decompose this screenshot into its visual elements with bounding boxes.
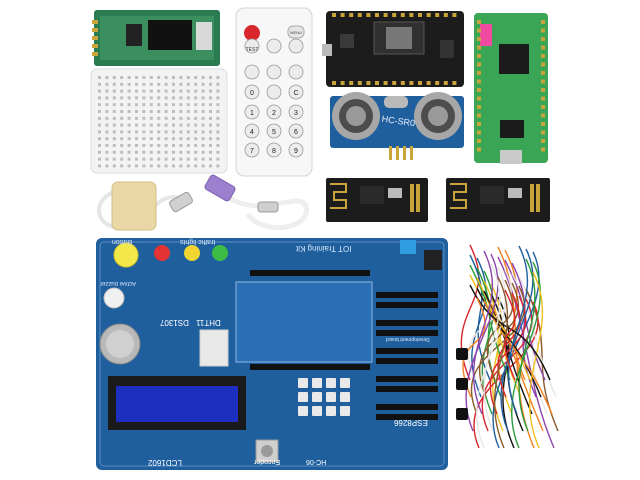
remote-icon-key xyxy=(288,64,304,80)
remote-key-label: 4 xyxy=(250,129,254,136)
nodemcu-board xyxy=(322,11,464,87)
remote-icon-key xyxy=(244,64,260,80)
remote-icon-key xyxy=(288,38,304,54)
remote-key-label: 7 xyxy=(250,148,254,155)
traffic-lights-label: traffic lights xyxy=(180,238,216,245)
remote-key-label: 3 xyxy=(294,110,298,117)
remote-key-label: 8 xyxy=(272,148,276,155)
remote-icon-key xyxy=(266,64,282,80)
jumper-wires xyxy=(460,244,559,449)
remote-key-label: 1 xyxy=(250,110,254,117)
buzzer-label: Active buzzer xyxy=(100,280,137,286)
remote-icon-key xyxy=(244,38,260,54)
hc06-label: HC-06 xyxy=(306,458,327,465)
remote-icon-key xyxy=(266,38,282,54)
power-button xyxy=(244,25,260,41)
remote-icon-key xyxy=(288,84,304,100)
remote-key-label: 2 xyxy=(272,110,276,117)
remote-key-label: C xyxy=(293,90,298,97)
dht-label: DHT11 xyxy=(196,318,221,327)
green-usb-board xyxy=(474,13,548,164)
nrf24-module-2 xyxy=(446,178,550,222)
remote-key-label: 5 xyxy=(272,129,276,136)
bluetooth-module xyxy=(92,10,220,66)
esp-label: ESP8266 xyxy=(394,418,428,427)
remote-key-label: 6 xyxy=(294,129,298,136)
jumper-caps xyxy=(456,348,468,420)
remote-key-label: 0 xyxy=(250,90,254,97)
dev-board-label: Development board xyxy=(386,336,430,342)
encoder-label: Encoder xyxy=(254,458,281,465)
rtc-label: DS1307 xyxy=(160,318,189,327)
button-label: Button xyxy=(112,238,133,245)
ultrasonic-sensor: HC-SR0 xyxy=(330,92,464,160)
remote-icon-key xyxy=(266,84,282,100)
remote-test-key: TEST xyxy=(245,47,259,53)
lcd-label: LCD1602 xyxy=(148,458,182,467)
mini-breadboard xyxy=(90,68,228,174)
ultrasonic-label: HC-SR0 xyxy=(381,114,416,129)
remote-key-label: 9 xyxy=(294,148,298,155)
nrf24-module-1 xyxy=(326,178,428,222)
remote-icon-key xyxy=(244,84,260,100)
iot-training-board xyxy=(96,238,448,470)
remote-menu-key: MENU xyxy=(290,30,302,35)
board-title: IOT Training Kit xyxy=(296,244,352,253)
usb-c-cable xyxy=(204,174,309,231)
micro-usb-cable xyxy=(97,181,193,231)
